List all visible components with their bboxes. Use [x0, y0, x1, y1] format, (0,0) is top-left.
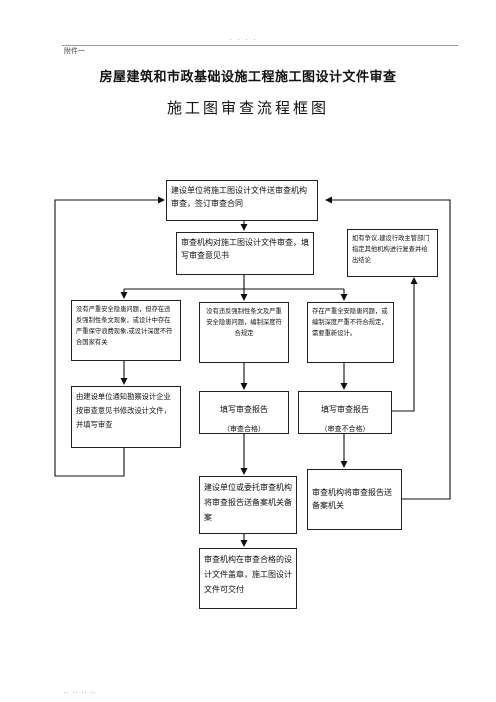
- serious-risk-box: 存在严重全安隐患问题，或编制深度严重不符合规定，需要重新设计。: [307, 302, 394, 363]
- footer-dots: ·· ·· ·· ··: [64, 690, 96, 697]
- report-qualified-label: 填写审查报告: [220, 405, 268, 414]
- annex-label: 附件一: [64, 47, 85, 55]
- report-qualified-status: （审查合格）: [223, 425, 265, 433]
- document-title: 房屋建筑和市政基础设施工程施工图设计文件审查: [99, 70, 397, 85]
- loop-b7-b1: [54, 196, 165, 477]
- violation-issues-box: 没有严重安全隐患问题，但存在违反强制性条文现象，或设计中存在严重保守浪费现象,或…: [71, 300, 181, 361]
- flowchart-title: 施工图审查流程框图: [166, 99, 329, 117]
- stamp-deliver-box: 审查机构在审查合格的设计文件盖章，施工图设计文件可交付: [199, 548, 297, 609]
- filing-unqualified-box: 审查机构将审查报告送备案机关: [307, 469, 402, 530]
- compliant-box: 没有违反强制性条文及严重安全隐患问题，编制深度符合规定: [199, 302, 289, 363]
- filing-qualified-box: 建设单位或委托审查机构将审查报告送备案机关备案: [199, 476, 297, 534]
- agency-review-box: 审查机构对施工图设计文件审查，填写审查意见书: [176, 232, 314, 275]
- header-rule: [62, 45, 458, 46]
- loop-b11-b1: [325, 196, 451, 500]
- report-unqualified-status: （审查不合格）: [320, 425, 370, 433]
- report-unqualified-label: 填写审查报告: [321, 405, 369, 414]
- arrow-b9-b3: [392, 277, 418, 412]
- report-qualified-box: 填写审查报告 （审查合格）: [199, 391, 289, 434]
- header-dots: · · · ·: [230, 37, 258, 44]
- dispute-recheck-box: 如有争议,建设行政主管部门指定其他机构进行复查并给出结论: [347, 229, 438, 277]
- submit-for-review-box: 建设单位将施工图设计文件送审查机构审查，签订审查合同: [166, 180, 318, 221]
- revise-design-box: 由建设单位通知勘察设计企业按审查意见书修改设计文件，并填写审查: [71, 386, 181, 448]
- report-unqualified-box: 填写审查报告 （审查不合格）: [298, 391, 392, 434]
